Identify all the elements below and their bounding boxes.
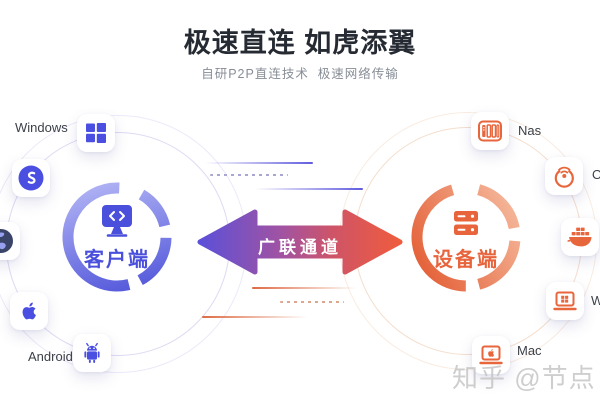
card-apple xyxy=(10,292,48,330)
client-ring xyxy=(62,182,172,292)
windows-laptop-icon xyxy=(553,291,577,311)
card-docker xyxy=(561,218,599,256)
speed-line xyxy=(205,162,313,165)
card-windows-laptop xyxy=(546,282,584,320)
speed-line xyxy=(252,287,357,290)
speed-line xyxy=(202,316,307,319)
windows-logo-icon xyxy=(86,123,106,143)
card-router xyxy=(545,157,583,195)
card-globe xyxy=(0,222,20,260)
apple-logo-icon xyxy=(22,302,36,320)
s-swirl-logo-icon xyxy=(18,165,44,191)
speed-line-dashed xyxy=(280,301,344,303)
channel-label: 广联通道 xyxy=(258,238,342,257)
device-hub-label: 设备端 xyxy=(433,249,499,271)
zhihu-watermark: 知乎 @节点 xyxy=(452,363,596,393)
card-nas xyxy=(471,112,509,150)
globe-icon xyxy=(0,229,13,253)
label-device-windows-truncated: W xyxy=(591,293,600,308)
wireless-router-icon xyxy=(554,166,574,188)
speed-line xyxy=(255,188,363,191)
label-device-router-truncated: O xyxy=(592,167,600,182)
label-device-mac: Mac xyxy=(517,343,542,358)
code-monitor-icon xyxy=(102,205,132,237)
nas-rack-icon xyxy=(478,120,502,142)
card-windows xyxy=(77,114,115,152)
android-robot-icon xyxy=(84,342,100,363)
label-device-nas: Nas xyxy=(518,123,542,138)
client-hub-label: 客户端 xyxy=(84,249,150,271)
card-mac xyxy=(472,336,510,374)
card-android xyxy=(73,334,111,372)
page-title: 极速直连 如虎添翼 xyxy=(183,28,417,58)
card-app-logo xyxy=(12,159,50,197)
label-client-android: Android xyxy=(28,349,73,364)
docker-whale-icon xyxy=(567,227,592,246)
mac-laptop-icon xyxy=(479,345,503,365)
channel-arrow xyxy=(197,209,403,275)
label-client-windows: Windows xyxy=(15,120,68,135)
device-ring xyxy=(411,182,521,292)
page-subtitle: 自研P2P直连技术 极速网络传输 xyxy=(201,67,399,81)
server-stack-icon xyxy=(454,211,478,235)
speed-line-dashed xyxy=(210,174,288,176)
